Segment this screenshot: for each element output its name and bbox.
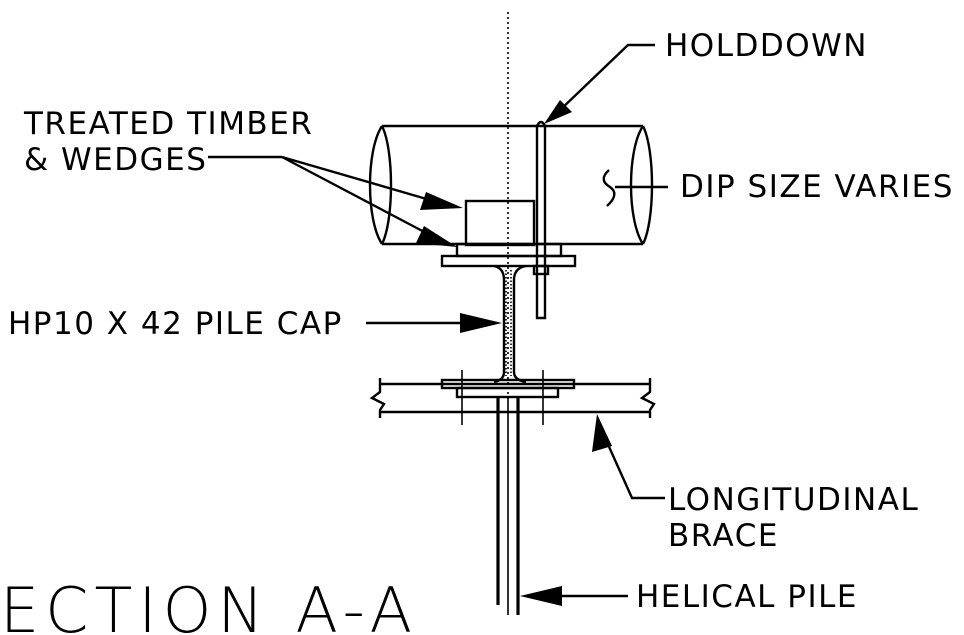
longitudinal-brace xyxy=(369,378,656,418)
treated-timber-label-2: & WEDGES xyxy=(24,142,207,178)
helical-pile-label: HELICAL PILE xyxy=(636,579,858,615)
dip-leader xyxy=(602,169,668,207)
pile-cap-leader xyxy=(366,313,502,333)
dip-size-label: DIP SIZE VARIES xyxy=(680,169,954,205)
timber-block-top xyxy=(464,199,536,247)
pile-cap-plate xyxy=(440,254,577,268)
dip-pipe xyxy=(368,124,654,246)
holddown-label: HOLDDOWN xyxy=(665,28,868,64)
holddown-rod xyxy=(532,120,550,320)
longitudinal-label-1: LONGITUDINAL xyxy=(668,482,919,518)
brace-leader xyxy=(592,414,665,500)
helical-pile-leader xyxy=(520,586,628,606)
treated-timber-label-1: TREATED TIMBER xyxy=(23,106,313,142)
longitudinal-label-2: BRACE xyxy=(668,518,779,554)
pile-cap-label: HP10 X 42 PILE CAP xyxy=(8,306,343,342)
holddown-leader xyxy=(544,43,655,124)
section-title: ECTION A-A xyxy=(0,574,418,635)
timber-leader xyxy=(208,155,463,247)
helical-pile xyxy=(496,397,520,615)
